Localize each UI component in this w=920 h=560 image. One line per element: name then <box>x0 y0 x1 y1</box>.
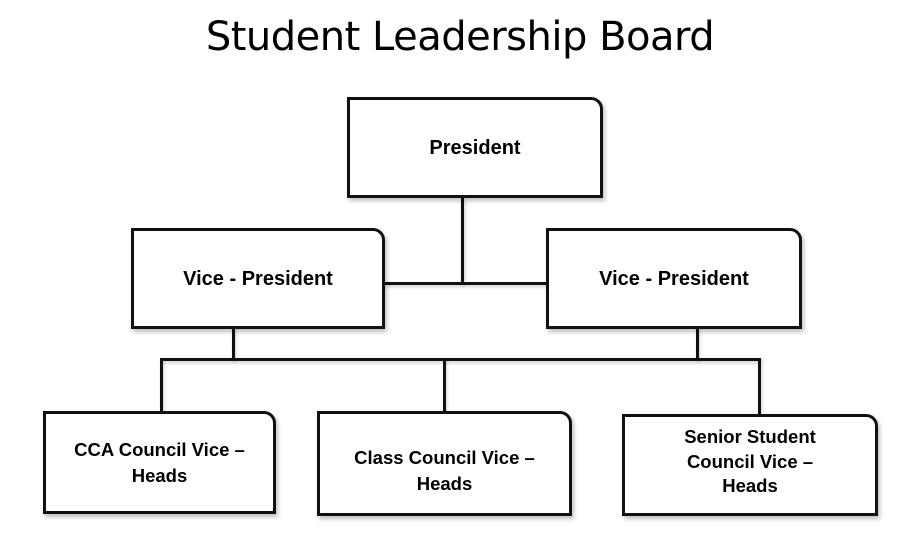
connector-bottom-horizontal <box>160 358 761 361</box>
connector-vp-left-down <box>232 328 235 360</box>
node-label: Senior Student Council Vice – Heads <box>684 425 816 497</box>
connector-president-down <box>461 197 464 284</box>
node-vice-president-left: Vice - President <box>131 228 385 329</box>
node-label: President <box>429 136 521 159</box>
node-label: CCA Council Vice – Heads <box>74 438 245 486</box>
connector-vp-horizontal <box>384 282 547 285</box>
diagram-title: Student Leadership Board <box>205 14 715 60</box>
node-class-council-vice-heads: Class Council Vice – Heads <box>317 411 572 516</box>
connector-cca-down <box>160 358 163 412</box>
node-vice-president-right: Vice - President <box>546 228 802 329</box>
node-label: Class Council Vice – Heads <box>354 446 535 494</box>
node-cca-council-vice-heads: CCA Council Vice – Heads <box>43 411 276 514</box>
node-president: President <box>347 97 603 198</box>
connector-senior-down <box>758 358 761 415</box>
connector-class-down <box>443 358 446 412</box>
connector-vp-right-down <box>696 328 699 360</box>
node-label: Vice - President <box>599 267 749 290</box>
node-label: Vice - President <box>183 267 333 290</box>
node-senior-student-council-vice-heads: Senior Student Council Vice – Heads <box>622 414 878 516</box>
